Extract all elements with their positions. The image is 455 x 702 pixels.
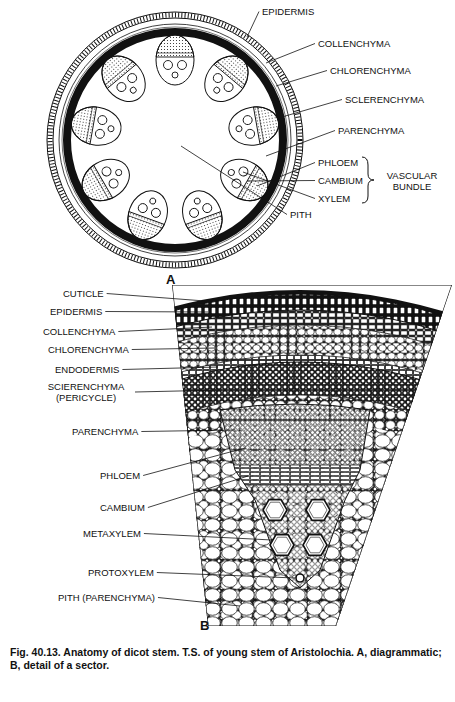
part-label: COLLENCHYMA (318, 38, 390, 49)
part-label: PHLOEM (318, 157, 358, 168)
part-label: XYLEM (318, 193, 350, 204)
leader-line (148, 476, 248, 508)
part-label: PARENCHYMA (72, 426, 138, 437)
leader-line (282, 100, 342, 118)
leader-line (107, 294, 205, 302)
bracket (362, 157, 374, 203)
leader-line (157, 573, 295, 579)
part-label: CAMBIUM (100, 502, 145, 513)
leader-line (141, 430, 235, 432)
part-label: A (166, 274, 175, 285)
leader-line (276, 71, 327, 87)
leader-line (132, 348, 215, 350)
part-label: PROTOXYLEM (88, 567, 154, 578)
figure-caption: Fig. 40.13. Anatomy of dicot stem. T.S. … (10, 646, 445, 672)
part-label: PITH (PARENCHYMA) (58, 592, 155, 603)
leader-line (247, 12, 259, 38)
leader-line (243, 172, 315, 199)
leader-line (257, 163, 315, 187)
part-label: PHLOEM (100, 470, 140, 481)
leader-line (247, 180, 315, 182)
diagram-a (47, 12, 374, 268)
leader-line (181, 146, 287, 215)
leader-line (266, 131, 335, 157)
leader-line (143, 448, 245, 476)
leader-line (105, 311, 208, 313)
diagram-b (0, 285, 455, 702)
part-label: PARENCHYMA (338, 125, 404, 136)
part-label: CHLORENCHYMA (330, 65, 411, 76)
part-label: CUTICLE (63, 288, 104, 299)
part-label: CAMBIUM (318, 175, 363, 186)
part-label: SCIERENCHYMA (PERICYCLE) (40, 381, 132, 403)
part-label: B (200, 620, 209, 631)
part-label: VASCULAR BUNDLE (380, 170, 444, 192)
part-label: ENDODERMIS (55, 364, 119, 375)
part-label: METAXYLEM (83, 528, 141, 539)
leader-line (266, 44, 315, 64)
part-label: EPIDERMIS (262, 6, 314, 17)
leader-line (135, 390, 222, 392)
part-label: COLLENCHYMA (43, 326, 115, 337)
leader-line (144, 534, 272, 541)
part-label: EPIDERMIS (50, 306, 102, 317)
part-label: SCLERENCHYMA (345, 94, 424, 105)
leader-line (158, 598, 240, 607)
part-label: CHLORENCHYMA (48, 344, 129, 355)
part-label: PITH (290, 209, 312, 220)
leader-line (122, 367, 218, 370)
leader-line (118, 327, 212, 332)
